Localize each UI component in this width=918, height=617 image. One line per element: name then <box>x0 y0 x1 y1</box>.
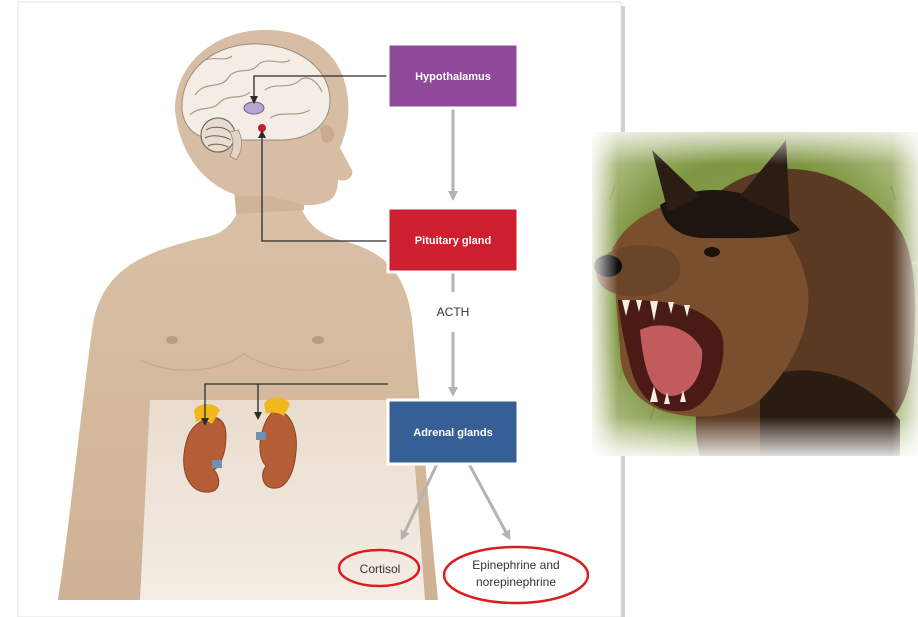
epinephrine-label-line2: norepinephrine <box>476 575 556 589</box>
pituitary-node: Pituitary gland <box>388 208 518 272</box>
epinephrine-label-line1: Epinephrine and <box>472 558 559 572</box>
hypothalamus-label: Hypothalamus <box>415 71 491 83</box>
adrenal-label: Adrenal glands <box>413 427 492 439</box>
hypothalamus-node: Hypothalamus <box>388 44 518 108</box>
cortisol-label: Cortisol <box>360 562 401 576</box>
dog-photo <box>592 132 918 456</box>
pituitary-label: Pituitary gland <box>415 235 491 247</box>
acth-label: ACTH <box>437 305 470 319</box>
adrenal-node: Adrenal glands <box>388 400 518 464</box>
